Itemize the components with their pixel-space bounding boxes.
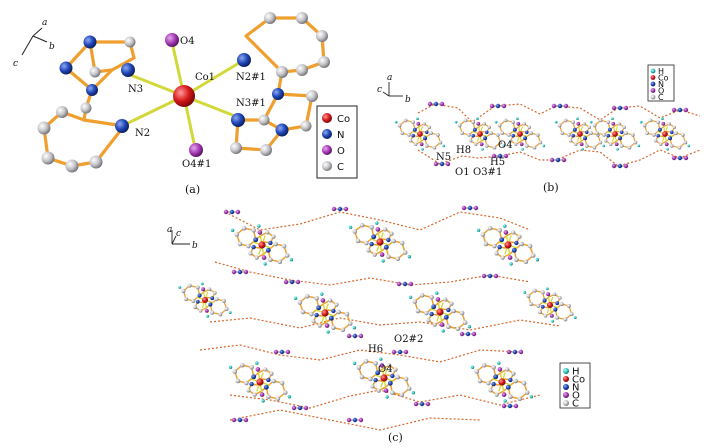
axis-label-b: b [49,42,55,52]
label-n2s: N2#1 [236,72,266,83]
legend-b: H Co N O C [647,64,675,102]
legend-b-swatch-h [650,68,656,74]
legend-c-swatch-h [563,368,569,374]
legend-c-swatch-co [563,376,569,382]
axis-label-c: c [13,59,18,69]
legend-b-swatch-o [650,88,656,93]
label-o4: O4 [180,36,195,47]
panel-b: a b c N5 H8 H5 O4 O1 O3#1 [377,64,701,194]
caption-c: (c) [388,431,403,444]
axis-label-c-c: c [176,229,181,239]
legend-c-label-n: N [572,383,579,394]
axis-label-b-a: a [387,73,392,83]
axis-label-a: a [42,18,47,28]
molecules-b [394,116,691,152]
caption-a: (a) [185,183,200,196]
oxygen-atoms [165,33,203,157]
axis-label-c-a: a [167,225,172,235]
cobalt-atom [173,85,195,107]
legend-swatch-n [322,129,332,139]
label-c-o4: O4 [378,364,393,375]
legend-label-c: C [337,162,344,173]
legend-c-label-co: Co [572,375,585,386]
legend-c-swatch-o [563,392,569,398]
legend-a: Co N O C [316,105,358,179]
legend-label-n: N [337,130,344,141]
molecules-c [177,220,578,404]
legend-swatch-co [322,113,332,123]
legend-b-swatch-co [650,75,656,80]
legend-b-label-c: C [658,93,664,102]
carbon-atoms [37,12,330,173]
label-n2: N2 [135,128,150,139]
label-o4s: O4#1 [182,159,211,170]
label-b-h5: H5 [490,157,505,168]
axis-label-b-c: c [377,85,382,95]
legend-b-label-o: O [658,87,664,96]
label-b-h8: H8 [456,145,471,156]
legend-swatch-c [322,161,332,171]
legend-c-label-h: H [572,367,580,378]
legend-swatch-o [322,145,332,155]
legend-c-label-c: C [572,399,579,410]
legend-b-label-h: H [658,67,664,76]
label-b-o1: O1 [455,167,470,178]
legend-b-swatch-c [650,94,656,100]
axis-indicator-a [21,27,48,56]
label-c-o2s: O2#2 [394,334,423,345]
axis-indicator-b [382,82,403,97]
legend-b-label-n: N [658,80,664,89]
legend-c-swatch-c [563,400,569,406]
panel-c: a b c [167,205,591,444]
legend-c: H Co N O C [559,362,591,410]
label-b-o4: O4 [498,140,513,151]
label-b-n5: N5 [436,152,451,163]
legend-label-o: O [337,146,345,157]
label-b-o3s: O3#1 [473,167,502,178]
axis-label-c-b: b [192,241,198,251]
legend-b-swatch-n [650,81,656,87]
label-n3: N3 [128,84,143,95]
legend-c-label-o: O [572,391,580,402]
legend-b-label-co: Co [658,74,669,83]
caption-b: (b) [543,181,559,194]
axis-label-b-b: b [405,95,411,105]
axis-indicator-c [171,230,190,245]
nitrogen-atoms [59,35,289,137]
legend-label-co: Co [337,114,350,125]
label-co1: Co1 [195,72,215,83]
panel-a: a b c [13,12,358,196]
label-n3s: N3#1 [236,98,266,109]
label-c-h6: H6 [368,344,383,355]
legend-c-swatch-n [563,384,569,390]
